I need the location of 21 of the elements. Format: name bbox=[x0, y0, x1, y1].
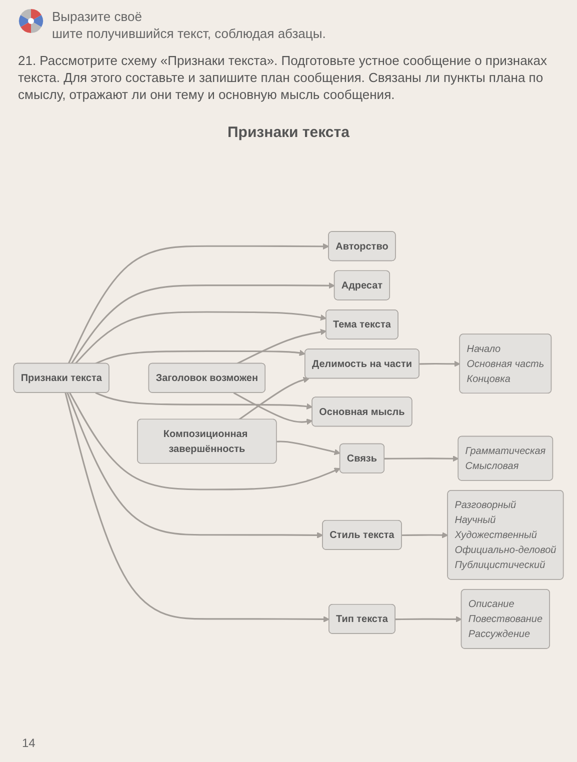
arrow bbox=[64, 392, 330, 622]
arrow bbox=[238, 376, 310, 420]
header-text: шите получившийся текст, соблюдая абзацы. bbox=[52, 25, 326, 42]
arrow bbox=[419, 360, 460, 368]
arrow bbox=[68, 243, 330, 364]
arrow bbox=[95, 350, 306, 364]
arrow bbox=[69, 392, 340, 490]
diagram-title: Признаки текста bbox=[228, 124, 350, 141]
arrow bbox=[74, 311, 327, 364]
arrow bbox=[233, 392, 313, 425]
page-number: 14 bbox=[22, 736, 36, 750]
header-text: Выразите своё bbox=[52, 8, 143, 25]
arrow bbox=[70, 282, 335, 364]
arrow bbox=[402, 532, 448, 538]
arrow bbox=[384, 455, 459, 462]
arrow bbox=[236, 328, 327, 364]
arrow bbox=[276, 440, 340, 456]
exercise-text: 21. Рассмотрите схему «Признаки текста». Подготовьте устное сообщение о признаках текста. Для этого составьте и запишите план сообщения. Связаны ли пункты плана по смыслу, отражают ли они тему и основную мысль сообщения. bbox=[18, 53, 548, 102]
arrow bbox=[66, 392, 324, 538]
arrow bbox=[395, 616, 462, 622]
arrow bbox=[95, 392, 313, 410]
